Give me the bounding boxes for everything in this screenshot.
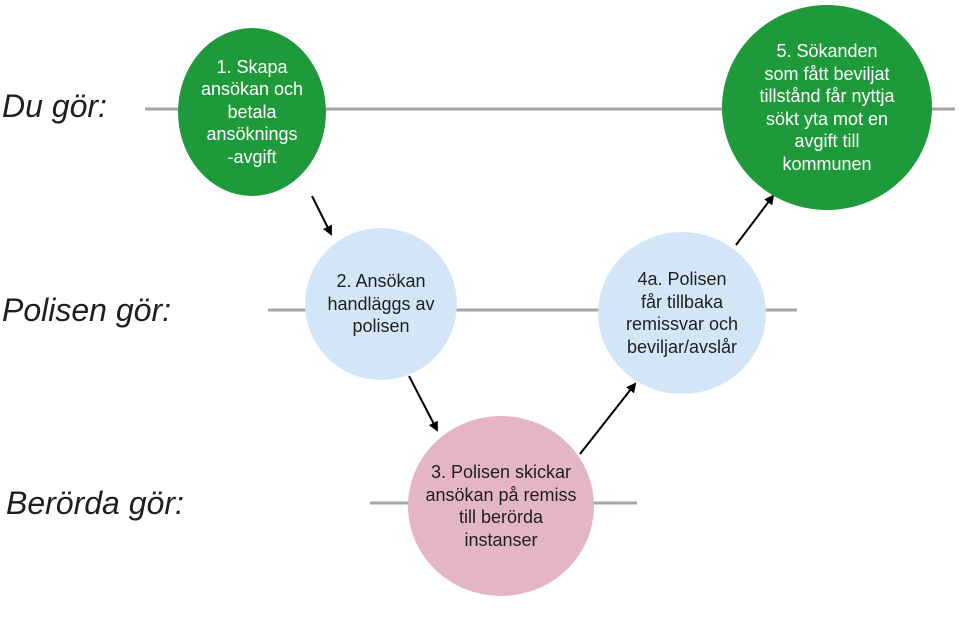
arrow-3-to-4a [579, 382, 637, 455]
step-2-text: 2. Ansökan handläggs av polisen [327, 271, 435, 337]
lane-label-du: Du gör: [2, 88, 107, 124]
step-3-text: 3. Polisen skickar ansökan på remiss til… [425, 462, 577, 550]
step-1-text: 1. Skapa ansökan och betala ansöknings -… [200, 56, 304, 167]
step-2-circle: 2. Ansökan handläggs av polisen [305, 228, 457, 380]
step-5-circle: 5. Sökanden som fått beviljat tillstånd … [722, 5, 932, 210]
step-5-text: 5. Sökanden som fått beviljat tillstånd … [759, 41, 895, 174]
arrow-4a-to-5 [735, 194, 775, 246]
arrow-1-to-2 [311, 195, 332, 236]
step-1-circle: 1. Skapa ansökan och betala ansöknings -… [178, 28, 326, 196]
step-3-circle: 3. Polisen skickar ansökan på remiss til… [408, 416, 594, 596]
step-4a-text: 4a. Polisen får tillbaka remissvar och b… [625, 269, 739, 357]
arrow-2-to-3 [408, 375, 438, 432]
lane-label-polisen: Polisen gör: [2, 292, 171, 328]
step-4a-circle: 4a. Polisen får tillbaka remissvar och b… [598, 232, 766, 394]
lane-label-berorda: Berörda gör: [6, 485, 184, 521]
